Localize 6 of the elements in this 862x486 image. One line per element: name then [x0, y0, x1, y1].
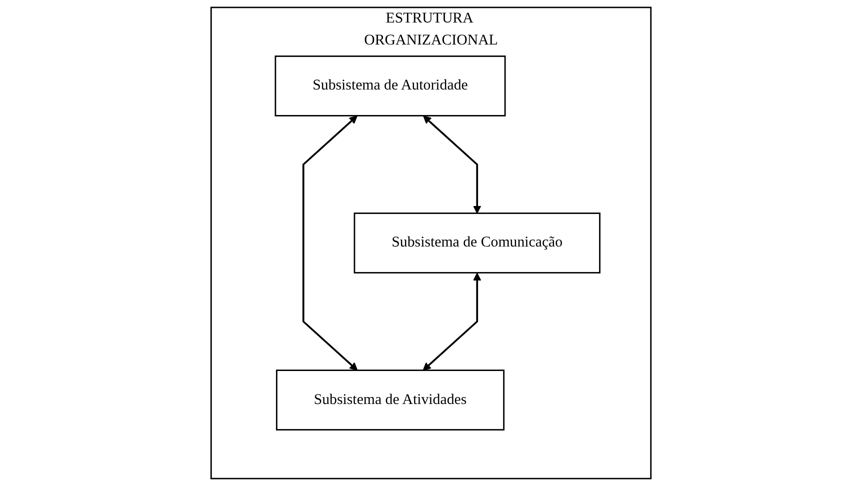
- arrow: [422, 272, 482, 371]
- arrow: [423, 116, 482, 214]
- node-box: Subsistema de Autoridade: [274, 56, 506, 116]
- arrow: [302, 116, 358, 371]
- node-box: Subsistema de Atividades: [276, 370, 505, 430]
- node-box: Subsistema de Comunicação: [354, 212, 600, 274]
